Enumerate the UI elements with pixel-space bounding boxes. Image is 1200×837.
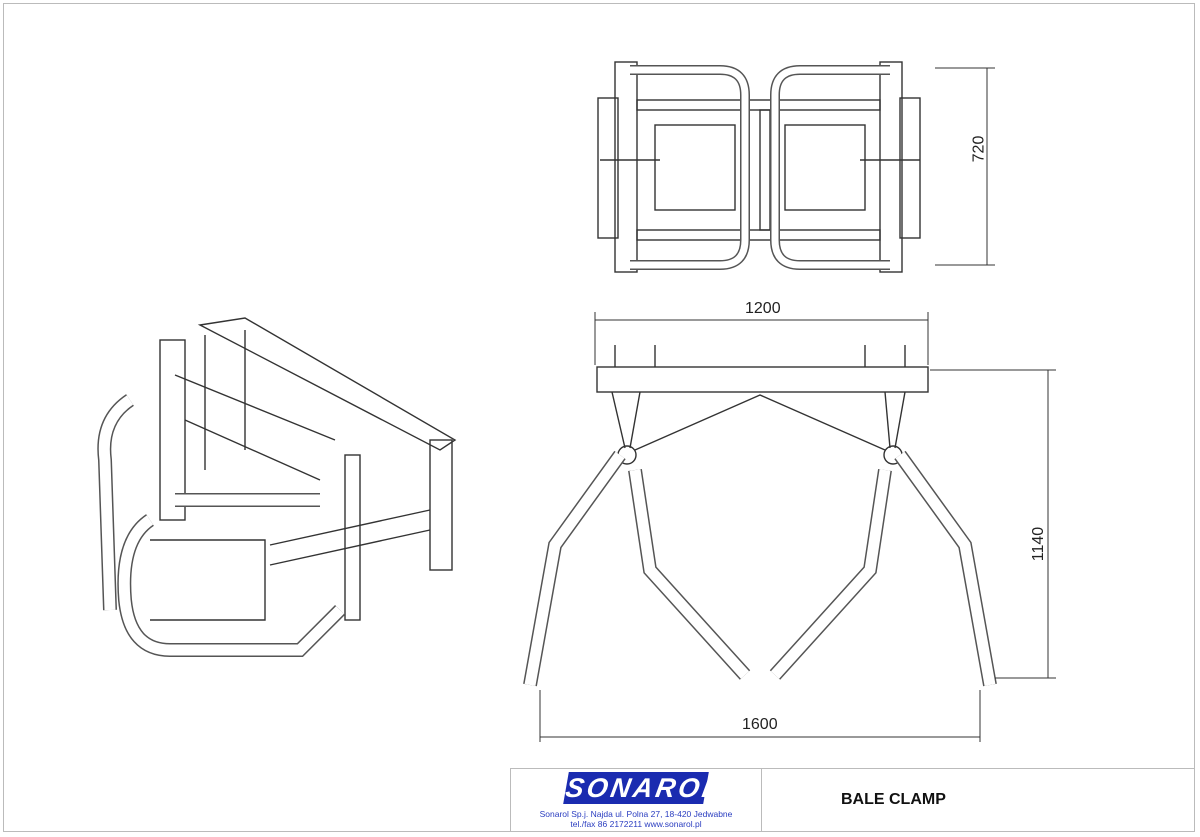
- dimension-1600: [539, 690, 981, 742]
- dimension-720: [935, 67, 995, 266]
- dimension-label-1600: 1600: [742, 716, 778, 733]
- isometric-view: [97, 317, 457, 657]
- title-block-divider: [761, 769, 762, 831]
- dimension-label-720: 720: [970, 135, 988, 163]
- drawing-title: BALE CLAMP: [841, 791, 946, 808]
- front-view: [523, 345, 997, 687]
- company-logo: SONAROL: [563, 772, 725, 804]
- top-view: [597, 61, 921, 273]
- dimension-1200: [594, 312, 929, 365]
- dimension-label-1140: 1140: [1030, 526, 1048, 562]
- company-address: Sonarol Sp.j. Najda ul. Polna 27, 18-420…: [539, 809, 733, 819]
- title-block: SONAROL Sonarol Sp.j. Najda ul. Polna 27…: [510, 768, 1195, 832]
- company-contact: tel./fax 86 2172211 www.sonarol.pl: [570, 819, 702, 829]
- dimension-label-1200: 1200: [745, 300, 781, 317]
- dimension-1140: [930, 369, 1056, 679]
